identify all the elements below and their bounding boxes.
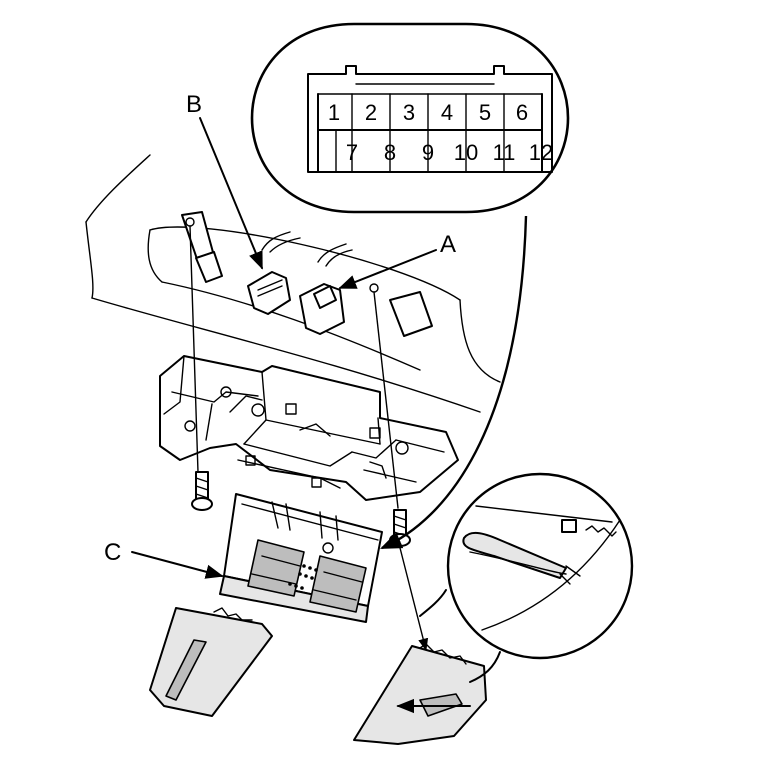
pin-7: 7 — [346, 140, 358, 165]
pin-1: 1 — [328, 100, 340, 125]
pin-11: 11 — [493, 140, 516, 165]
console-unit-c — [219, 493, 383, 623]
pin-12: 12 — [529, 140, 553, 165]
detail-leader-left — [419, 589, 447, 617]
detail-leader-right — [469, 651, 501, 683]
connector-face — [307, 65, 553, 173]
pin-10: 10 — [454, 140, 478, 165]
detail-view — [446, 472, 634, 660]
callout-b: B — [186, 91, 263, 270]
pin-9: 9 — [422, 140, 434, 165]
screw-right — [389, 509, 411, 547]
lens-cover-left — [149, 607, 273, 717]
callout-label-c: C — [104, 539, 121, 566]
lens-cover-right — [353, 643, 487, 745]
connector-b — [247, 231, 301, 315]
pin-8: 8 — [384, 140, 396, 165]
screwdriver-icon — [462, 532, 567, 579]
pin-5: 5 — [479, 100, 491, 125]
pin-6: 6 — [516, 100, 528, 125]
connector-a — [299, 243, 353, 335]
pin-2: 2 — [365, 100, 377, 125]
screw-left — [191, 471, 213, 511]
callout-label-b: B — [186, 91, 202, 118]
callout-c: C — [104, 539, 224, 579]
microphone-holes — [288, 564, 318, 590]
console-frame — [159, 355, 459, 501]
guide-lines — [185, 217, 429, 652]
callout-a: A — [338, 231, 456, 289]
headliner-outline — [85, 154, 501, 413]
pin-4: 4 — [441, 100, 453, 125]
connector-pinout-callout: 1 2 3 4 5 6 7 8 9 10 11 12 — [250, 22, 570, 550]
roof-bracket — [181, 211, 433, 337]
callout-label-a: A — [440, 231, 456, 258]
pin-3: 3 — [403, 100, 415, 125]
